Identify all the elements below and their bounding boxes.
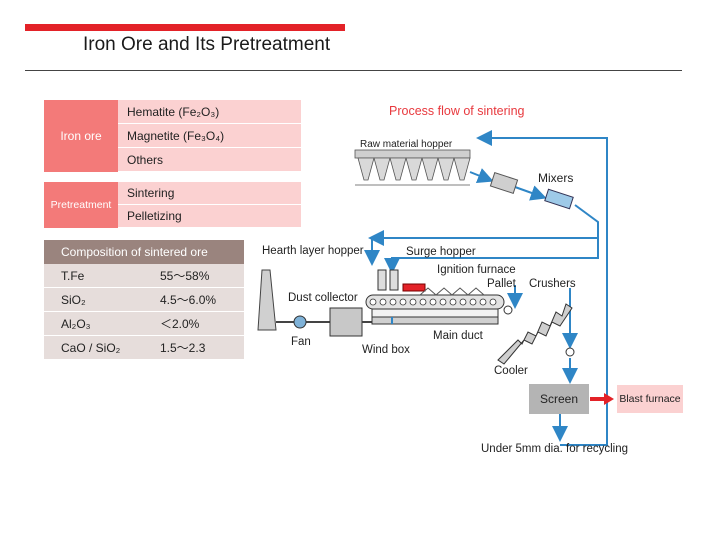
iron-ore-row: Others: [118, 148, 301, 172]
component-value: ＜2.0%: [160, 317, 200, 331]
composition-table: T.Fe 55～58% SiO₂ 4.5～6.0% Al₂O₃ ＜2.0% Ca…: [44, 264, 244, 360]
ore-name: Magnetite: [127, 128, 180, 143]
fan-icon: [293, 315, 307, 329]
iron-ore-list: Hematite (Fe₂O₃) Magnetite (Fe₃O₄) Other…: [118, 100, 301, 172]
ignition-furnace-label: Ignition furnace: [437, 264, 516, 276]
fan-label: Fan: [291, 336, 311, 348]
composition-row: Al₂O₃ ＜2.0%: [44, 312, 244, 336]
page-title: Iron Ore and Its Pretreatment: [83, 34, 331, 55]
ignition-furnace-icon: [402, 283, 426, 292]
wind-box-label: Wind box: [362, 344, 410, 356]
ore-formula: (Fe₃O₄): [183, 128, 225, 143]
flow-arrow: [469, 168, 494, 183]
iron-ore-row: Magnetite (Fe₃O₄): [118, 124, 301, 148]
main-duct-label: Main duct: [433, 330, 483, 342]
mixers-label: Mixers: [538, 171, 574, 185]
main-duct-icon: [371, 316, 499, 325]
surge-hopper-label: Surge hopper: [406, 246, 476, 258]
crusher-icon: [503, 305, 513, 315]
dust-collector-icon: [329, 307, 363, 337]
wind-box-icon: [371, 308, 499, 318]
composition-header: Composition of sintered ore: [44, 240, 244, 264]
crushers-label: Crushers: [529, 278, 576, 290]
mixer-icon: [489, 172, 519, 194]
component-value: 4.5～6.0%: [160, 293, 217, 307]
component-value: 55～58%: [160, 269, 210, 283]
component-name: SiO₂: [61, 292, 86, 307]
screen-box: Screen: [529, 384, 589, 414]
recycle-flow-line: [476, 130, 608, 446]
ore-name: Hematite: [127, 104, 176, 119]
title-divider: [25, 70, 682, 71]
composition-row: T.Fe 55～58%: [44, 264, 244, 288]
component-name: Al₂O₃: [61, 316, 91, 331]
dust-collector-label: Dust collector: [288, 292, 358, 304]
flow-arrow: [514, 185, 547, 201]
surge-hopper-icon: [389, 269, 399, 291]
stack-icon: [257, 269, 277, 331]
pretreatment-header: Pretreatment: [44, 182, 118, 228]
hearth-layer-hopper-label: Hearth layer hopper: [262, 245, 364, 257]
process-flow-title: Process flow of sintering: [389, 104, 525, 118]
raw-material-hopper-icon: [354, 149, 471, 186]
to-blast-furnace-arrow: [604, 393, 614, 405]
iron-ore-header: Iron ore: [44, 100, 118, 172]
title-accent-bar: [25, 24, 345, 31]
pretreatment-list: Sintering Pelletizing: [118, 182, 301, 228]
pretreatment-row: Sintering: [118, 182, 301, 205]
composition-row: SiO₂ 4.5～6.0%: [44, 288, 244, 312]
recycling-label: Under 5mm dia. for recycling: [481, 443, 628, 455]
component-value: 1.5～2.3: [160, 341, 206, 355]
component-name: T.Fe: [61, 268, 85, 283]
raw-material-hopper-label: Raw material hopper: [360, 139, 453, 150]
crusher-icon: [565, 347, 575, 357]
cooler-icon: [497, 303, 573, 365]
hearth-layer-hopper-icon: [377, 269, 387, 291]
mixer-icon: [544, 188, 574, 210]
iron-ore-row: Hematite (Fe₂O₃): [118, 100, 301, 124]
cooler-label: Cooler: [494, 365, 528, 377]
blast-furnace-box: Blast furnace: [617, 385, 683, 413]
ore-name: Others: [127, 152, 164, 167]
flow-arrow: [384, 238, 599, 274]
ore-formula: (Fe₂O₃): [178, 104, 220, 119]
component-name: CaO / SiO₂: [61, 340, 121, 355]
pretreatment-row: Pelletizing: [118, 205, 301, 228]
flow-arrow: [368, 204, 599, 246]
composition-row: CaO / SiO₂ 1.5～2.3: [44, 336, 244, 360]
pallet-label: Pallet: [487, 278, 516, 290]
pallet-icon: [369, 298, 497, 306]
